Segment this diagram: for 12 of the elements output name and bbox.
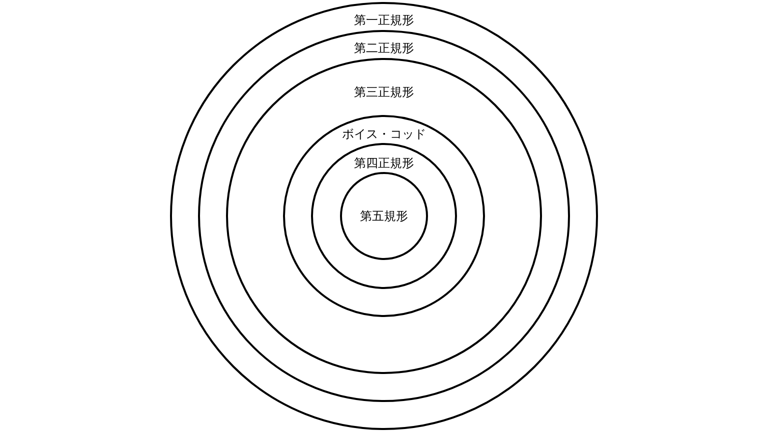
- circle-node: [311, 143, 457, 289]
- node-label: 第四正規形: [354, 156, 414, 170]
- node-label: 第三正規形: [354, 85, 414, 99]
- node-label: 第五規形: [360, 209, 408, 223]
- circle-node: [226, 58, 542, 374]
- circle-node: [198, 30, 570, 402]
- circle-node: [340, 172, 428, 260]
- circle-node: [283, 115, 485, 317]
- node-label: 第二正規形: [354, 41, 414, 55]
- circle-node: [170, 2, 598, 430]
- node-label: ボイス・コッド: [342, 127, 426, 141]
- node-label: 第一正規形: [354, 13, 414, 27]
